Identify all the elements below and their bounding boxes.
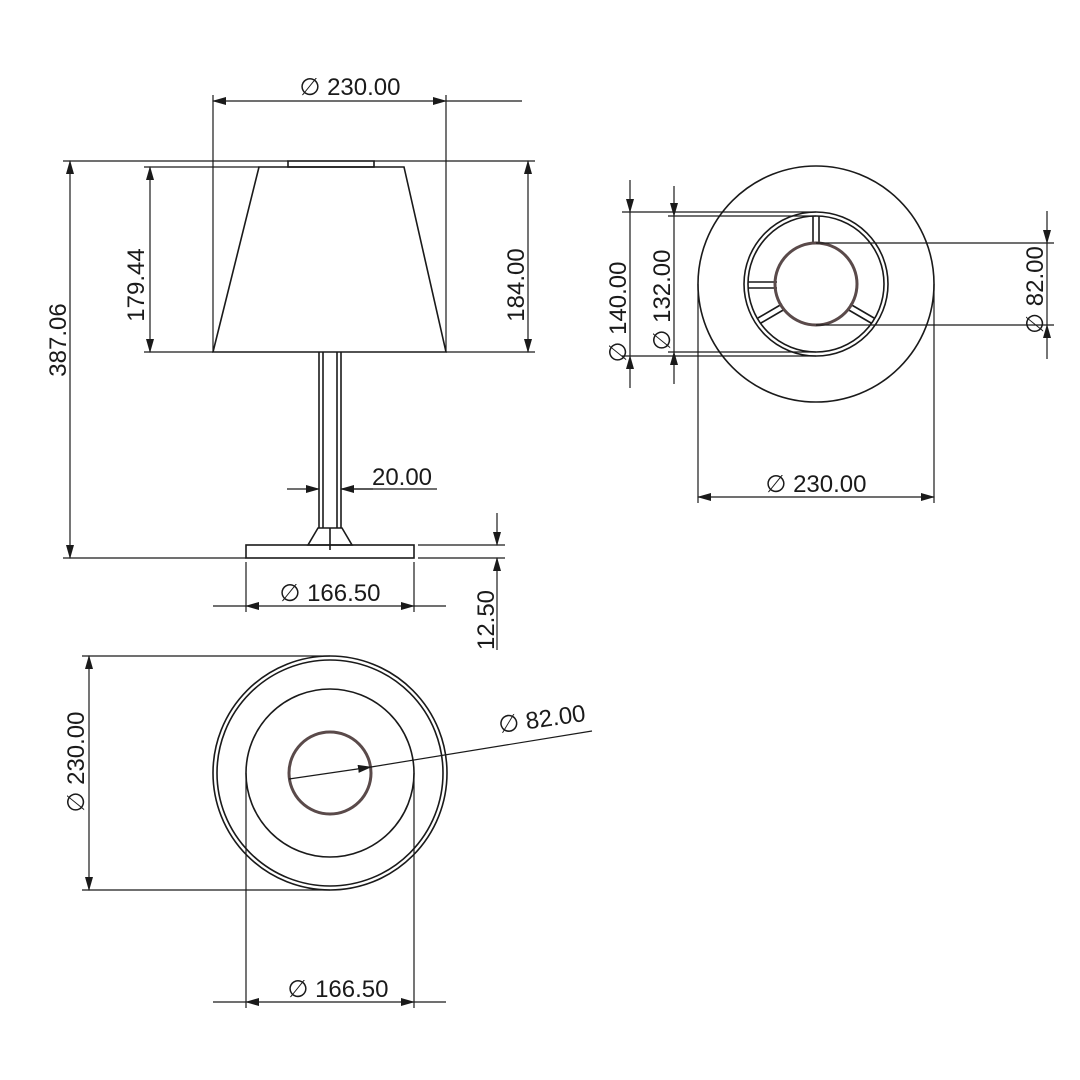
lamp-shade (211, 160, 448, 353)
dim-bottom-base-diameter: ∅ 166.50 (213, 773, 446, 1008)
top-outer-circle (697, 165, 935, 403)
lamp-stem (306, 352, 354, 550)
dim-bottom-outer-diameter: ∅ 230.00 (63, 655, 330, 891)
dim-base-diameter: ∅ 166.50 (213, 562, 446, 612)
lamp-base (245, 544, 415, 559)
dim-ring-outer-diameter-label: ∅ 140.00 (605, 262, 632, 363)
dim-overall-height: 387.06 (45, 160, 288, 559)
dim-shade-height-outer-label: 184.00 (503, 248, 530, 321)
dim-ring-inner-diameter: ∅ 132.00 (649, 186, 816, 384)
dim-top-outer-diameter: ∅ 230.00 (697, 284, 935, 503)
top-hub (773, 241, 859, 327)
dim-bottom-outer-diameter-label: ∅ 230.00 (63, 712, 90, 813)
dim-base-diameter-label: ∅ 166.50 (280, 580, 381, 607)
dim-overall-height-label: 387.06 (45, 303, 72, 376)
dim-shade-height-inner-label: 179.44 (123, 248, 150, 321)
dim-shade-diameter-label: ∅ 230.00 (300, 74, 401, 101)
bottom-view: ∅ 230.00 ∅ 82.00 ∅ 166.50 (63, 655, 593, 1008)
dim-shade-height-inner: 179.44 (123, 166, 259, 353)
bottom-hub (287, 730, 373, 816)
dim-shade-diameter: ∅ 230.00 (212, 74, 522, 352)
dim-base-height-label: 12.50 (473, 590, 500, 650)
top-view: ∅ 230.00 ∅ 140.00 ∅ 132.00 ∅ (605, 165, 1054, 503)
dim-ring-inner-diameter-label: ∅ 132.00 (649, 250, 676, 351)
dim-shade-height-outer: 184.00 (374, 160, 535, 353)
dim-bottom-hub-diameter: ∅ 82.00 (288, 700, 593, 780)
dim-top-hub-diameter-label: ∅ 82.00 (1022, 246, 1049, 334)
top-spokes (748, 216, 875, 324)
dim-bottom-hub-diameter-label: ∅ 82.00 (497, 700, 588, 739)
dim-stem-width: 20.00 (287, 464, 437, 493)
dim-stem-width-label: 20.00 (372, 464, 432, 491)
dim-top-hub-diameter: ∅ 82.00 (816, 211, 1054, 359)
dim-bottom-base-diameter-label: ∅ 166.50 (288, 976, 389, 1003)
dim-top-outer-diameter-label: ∅ 230.00 (766, 471, 867, 498)
dim-base-height: 12.50 (418, 513, 505, 650)
front-view: ∅ 230.00 387.06 179.44 184.00 (45, 74, 535, 650)
dim-ring-outer-diameter: ∅ 140.00 (605, 180, 816, 388)
